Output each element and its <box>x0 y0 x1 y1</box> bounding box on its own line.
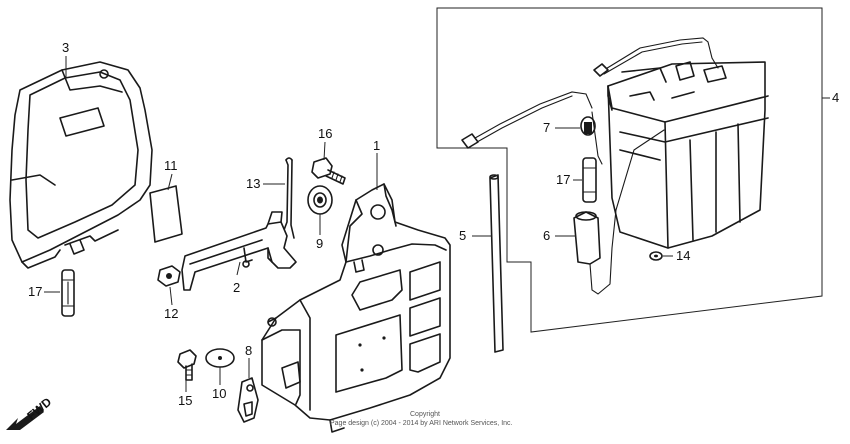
callout-17-right: 17 <box>556 172 570 187</box>
side-cover-part-3 <box>9 61 153 269</box>
fuse-part-17-right <box>582 157 597 203</box>
callout-14: 14 <box>676 248 690 263</box>
vent-tube-part-5 <box>489 174 504 353</box>
copyright-title: Copyright <box>410 411 440 418</box>
callout-9: 9 <box>316 236 323 251</box>
forward-arrow-icon <box>6 406 44 430</box>
battery-box-part-1 <box>261 183 451 433</box>
bolt-part-16 <box>311 157 346 185</box>
battery-assembly-frame <box>436 7 823 333</box>
strap-part-13 <box>283 157 295 241</box>
callout-1: 1 <box>373 138 380 153</box>
callout-12: 12 <box>164 306 178 321</box>
callout-2: 2 <box>233 280 240 295</box>
callout-5: 5 <box>459 228 466 243</box>
battery-part-4 <box>607 61 769 249</box>
callout-13: 13 <box>246 176 260 191</box>
callout-16: 16 <box>318 126 332 141</box>
positive-cable <box>593 37 719 77</box>
callout-15: 15 <box>178 393 192 408</box>
callout-7: 7 <box>543 120 550 135</box>
callout-4: 4 <box>832 90 839 105</box>
cable-part-7 <box>461 91 596 149</box>
disc-part-10 <box>205 348 235 368</box>
callout-labels: 3 1 2 4 5 6 7 8 9 10 11 12 13 14 15 16 1… <box>28 40 839 408</box>
callout-8: 8 <box>245 343 252 358</box>
label-part-11 <box>149 185 183 243</box>
fuse-part-17-left <box>61 269 75 317</box>
clip-part-8 <box>237 377 259 423</box>
grommet-part-9 <box>307 185 333 215</box>
copyright-text: Page design (c) 2004 - 2014 by ARI Netwo… <box>330 420 513 427</box>
terminal-part-14 <box>649 251 663 261</box>
nut-part-12 <box>157 265 181 287</box>
callout-11: 11 <box>164 158 178 173</box>
callout-17-left: 17 <box>28 284 42 299</box>
bracket-part-2 <box>181 211 297 291</box>
callout-6: 6 <box>543 228 550 243</box>
fuse-holder-part-6 <box>573 111 665 295</box>
callout-10: 10 <box>212 386 226 401</box>
bolt-part-15 <box>177 349 197 381</box>
leader-lines <box>44 56 830 392</box>
forward-label: FWD <box>24 395 54 424</box>
callout-3: 3 <box>62 40 69 55</box>
